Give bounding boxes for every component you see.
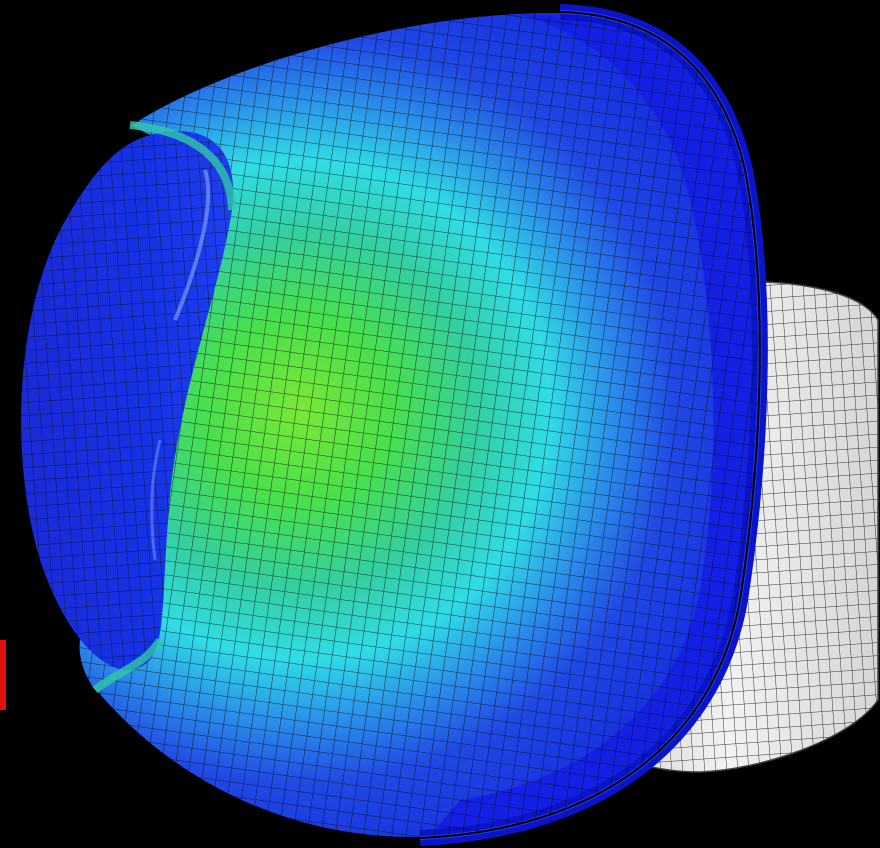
edge-highlight-mark <box>0 640 6 710</box>
